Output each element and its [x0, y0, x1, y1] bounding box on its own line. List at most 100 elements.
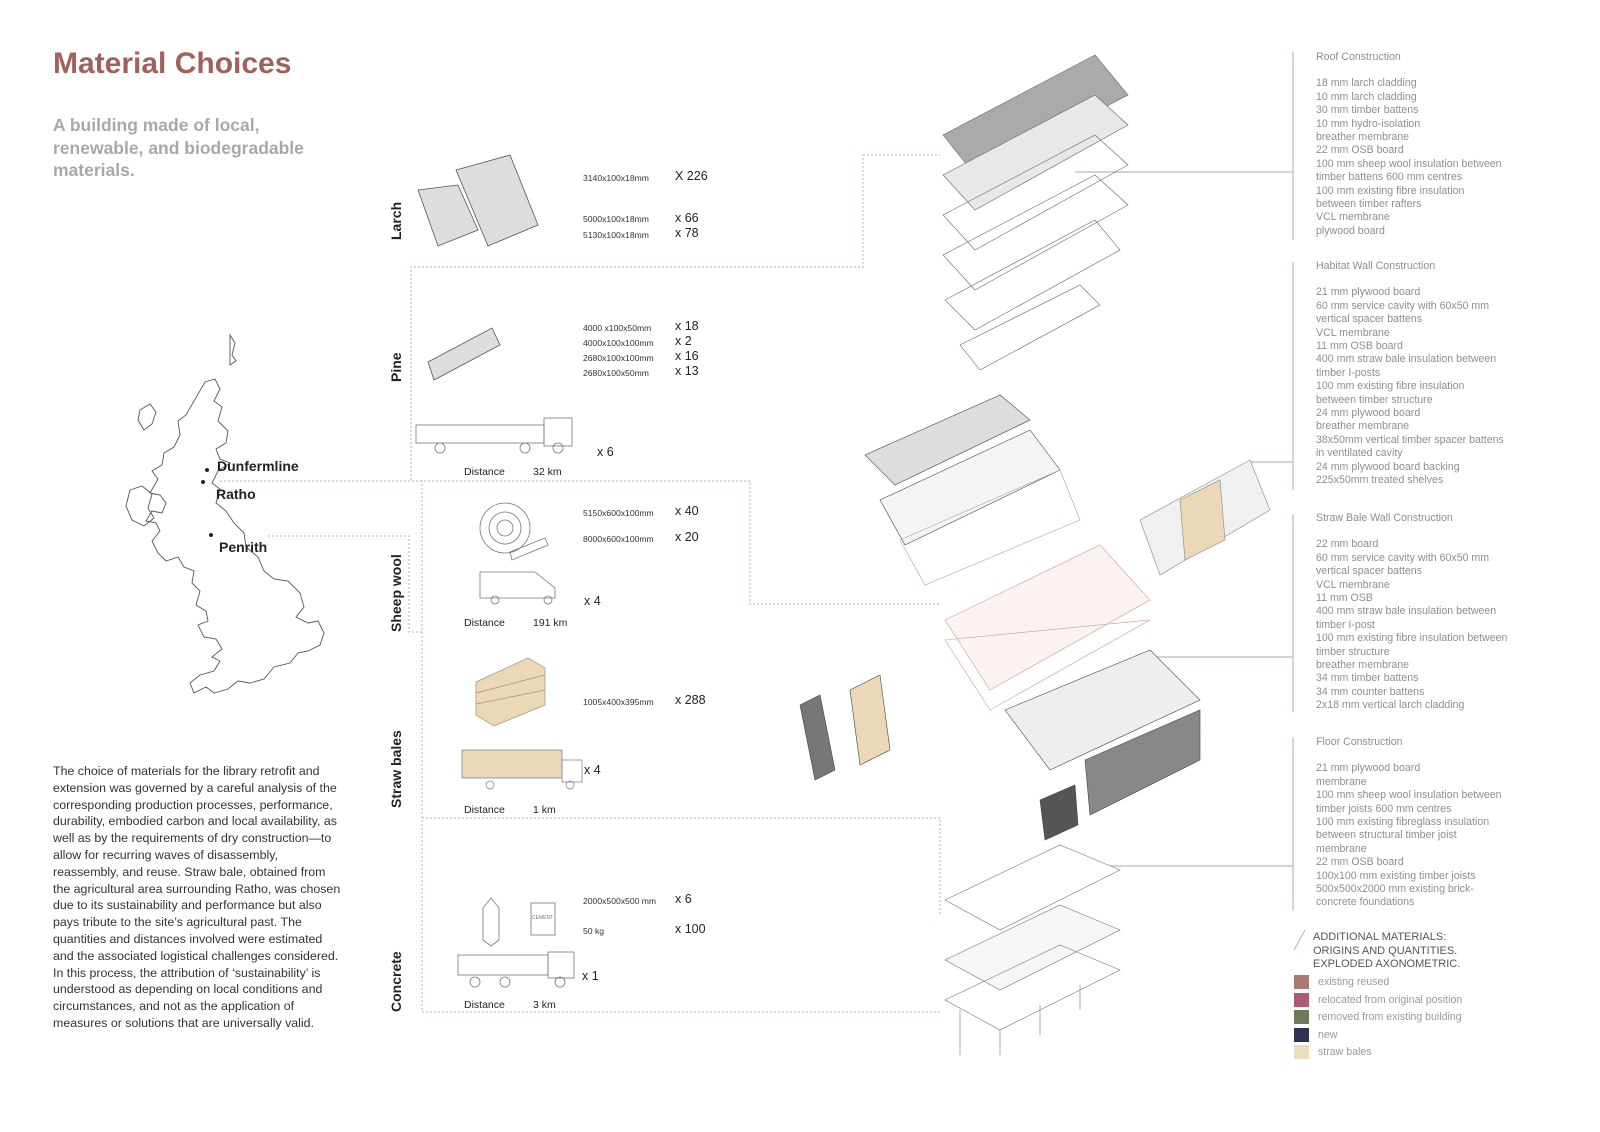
page-title: Material Choices — [53, 47, 292, 80]
quantity: x 40 — [675, 504, 699, 518]
spec-line: timber joists 600 mm centres — [1316, 802, 1452, 815]
spec-line: VCL membrane — [1316, 578, 1390, 591]
distance-label: Distance — [464, 804, 505, 816]
van-illustration — [479, 571, 556, 605]
dimension: 4000 x100x50mm — [583, 323, 652, 333]
legend-label: straw bales — [1318, 1046, 1372, 1058]
spec-line: timber I-posts — [1316, 366, 1381, 379]
spec-line: 11 mm OSB board — [1316, 340, 1403, 353]
legend-swatch — [1294, 992, 1309, 1007]
spec-line: 100 mm existing fibreglass insulation — [1316, 816, 1490, 829]
material-label-sheep-wool: Sheep wool — [388, 554, 404, 632]
distance-value: 32 km — [533, 466, 562, 478]
dimension: 2680x100x50mm — [583, 368, 649, 378]
page-subtitle: A building made of local, renewable, and… — [53, 115, 304, 180]
dimension: 1005x400x395mm — [583, 697, 654, 707]
interior-shelving — [1004, 649, 1201, 841]
spec-line: in ventilated cavity — [1316, 447, 1403, 460]
material-label-larch: Larch — [388, 201, 404, 240]
habitat-walls — [864, 394, 1081, 586]
dotted-connectors — [220, 154, 941, 1013]
spec-habitat-wall-construction: Habitat Wall Construction 21 mm plywood b… — [1316, 260, 1546, 488]
quantity: x 13 — [675, 364, 699, 378]
dimension: 2000x500x500 mm — [583, 896, 657, 906]
legend-swatch — [1294, 1010, 1309, 1024]
spec-line: 18 mm larch cladding — [1316, 77, 1417, 90]
spec-heading: Floor Construction — [1316, 736, 1403, 748]
dimension: 5150x600x100mm — [583, 508, 654, 518]
legend-swatch — [1294, 975, 1309, 989]
spec-line: 38x50mm vertical timber spacer battens — [1316, 433, 1504, 446]
distance-label: Distance — [464, 466, 505, 478]
legend-title-line: ADDITIONAL MATERIALS: — [1313, 931, 1447, 943]
spec-line: between structural timber joist — [1316, 829, 1457, 842]
material-label-concrete: Concrete — [388, 951, 404, 1012]
spec-line: VCL membrane — [1316, 326, 1390, 339]
dimension: 8000x600x100mm — [583, 534, 654, 544]
spec-line: vertical spacer battens — [1316, 313, 1422, 326]
exploded-axonometric — [799, 54, 1271, 1055]
truck-count: x 4 — [584, 763, 601, 777]
dimension: 5000x100x18mm — [583, 214, 649, 224]
spec-line: 11 mm OSB — [1316, 592, 1373, 605]
dimension: 5130x100x18mm — [583, 230, 649, 240]
spec-line: 225x50mm treated shelves — [1316, 474, 1444, 487]
spec-roof-construction: Roof Construction 18 mm larch cladding 10 … — [1316, 51, 1546, 238]
legend-label: existing reused — [1318, 976, 1390, 988]
spec-line: 100 mm existing fibre insulation — [1316, 184, 1465, 197]
material-label-pine: Pine — [388, 352, 404, 382]
distance-label: Distance — [464, 999, 505, 1011]
cement-bag-label: CEMENT — [532, 915, 554, 921]
spec-line: timber I-post — [1316, 618, 1375, 631]
legend-item: relocated from original position — [1294, 992, 1463, 1007]
legend-item: new — [1294, 1027, 1337, 1042]
material-label-straw-bales: Straw bales — [388, 730, 404, 808]
legend-swatch — [1294, 1027, 1309, 1042]
concrete-illustration — [457, 897, 575, 988]
larch-boards-illustration — [417, 154, 539, 247]
spec-line: vertical spacer battens — [1316, 565, 1422, 578]
spec-line: 100 mm sheep wool insulation between — [1316, 157, 1502, 170]
spec-line: between timber rafters — [1316, 198, 1422, 211]
spec-line: 22 mm board — [1316, 538, 1379, 551]
spec-line: 24 mm plywood board backing — [1316, 460, 1460, 473]
distance-value: 1 km — [533, 804, 556, 816]
quantity: x 288 — [675, 693, 706, 707]
spec-line: 2x18 mm vertical larch cladding — [1316, 699, 1465, 712]
dimension: 50 kg — [583, 926, 605, 936]
body-paragraph: The choice of materials for the library … — [53, 764, 341, 1030]
legend-label: relocated from original position — [1318, 993, 1463, 1006]
city-label-penrith: Penrith — [219, 539, 268, 555]
spec-line: 30 mm timber battens — [1316, 104, 1419, 117]
dimension: 4000x100x100mm — [583, 338, 654, 348]
spec-heading: Roof Construction — [1316, 51, 1401, 63]
city-markers — [201, 468, 213, 537]
spec-heading: Straw Bale Wall Construction — [1316, 512, 1453, 524]
city-label-dunfermline: Dunfermline — [217, 458, 299, 474]
spec-line: 21 mm plywood board — [1316, 286, 1421, 299]
straw-bale-walls — [1139, 459, 1271, 576]
legend-item: straw bales — [1294, 1045, 1372, 1059]
quantity: x 16 — [675, 349, 699, 363]
quantity: x 6 — [675, 892, 692, 906]
legend-item: existing reused — [1294, 975, 1389, 989]
spec-line: 400 mm straw bale insulation between — [1316, 353, 1497, 366]
spec-line: breather membrane — [1316, 659, 1410, 672]
roof-cladding — [942, 54, 1129, 176]
spec-line: 24 mm plywood board — [1316, 407, 1421, 420]
spec-line: plywood board — [1316, 224, 1385, 237]
spec-line: 100 mm existing fibre insulation between — [1316, 632, 1508, 645]
spec-line: 500x500x2000 mm existing brick- — [1316, 883, 1474, 896]
spec-line: VCL membrane — [1316, 211, 1390, 224]
legend-title-line: EXPLODED AXONOMETRIC. — [1313, 958, 1461, 970]
spec-line: 22 mm OSB board — [1316, 856, 1404, 869]
spec-heading: Habitat Wall Construction — [1316, 260, 1436, 272]
side-wall-panels — [799, 674, 891, 781]
spec-line: 10 mm hydro-isolation — [1316, 117, 1421, 130]
city-label-ratho: Ratho — [216, 486, 256, 502]
spec-line: timber battens 600 mm centres — [1316, 171, 1463, 184]
spec-line: 100 mm existing fibre insulation — [1316, 380, 1465, 393]
spec-line: membrane — [1316, 775, 1367, 788]
